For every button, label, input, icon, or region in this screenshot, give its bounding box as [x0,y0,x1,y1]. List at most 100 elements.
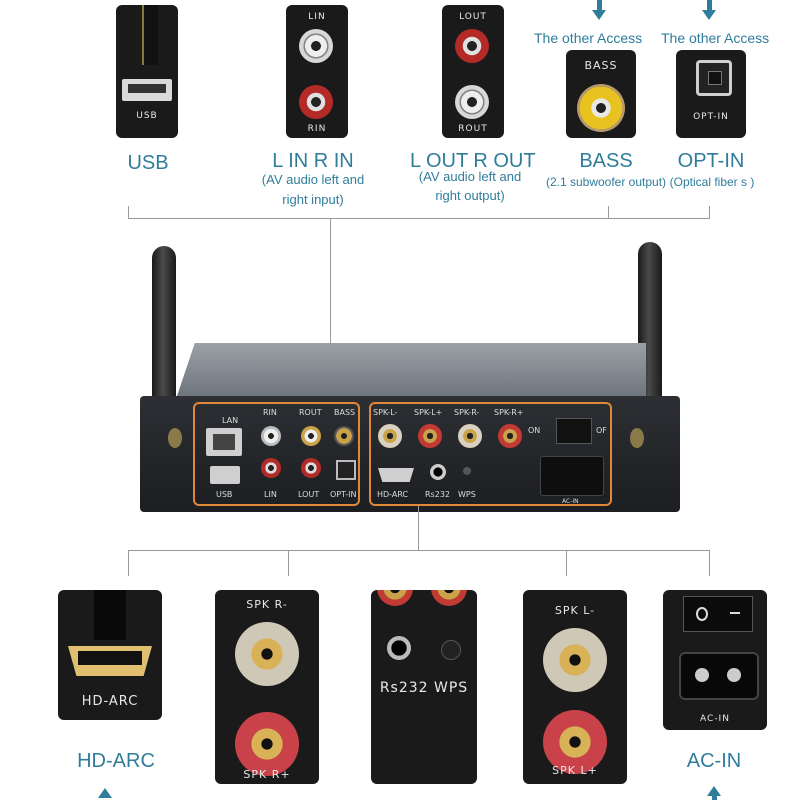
panel-acin-text: AC-IN [562,498,579,505]
hdmi-cable-icon [94,590,126,640]
panel-red-rca-icon [301,458,321,478]
lout-rout-port-photo: LOUT ROUT [442,5,504,138]
ac-in-tile-text: AC-IN [700,714,730,724]
bottom-connector-tick [709,550,710,576]
spk-r-minus-tile-text: SPK R- [246,598,288,611]
panel-bass-rca-icon [334,426,354,446]
panel-spk-l-plus-text: SPK-L+ [414,408,443,417]
usb-label: USB [127,152,169,174]
lin-rin-port-photo: LIN RIN [286,5,348,138]
panel-optin-text: OPT-IN [330,490,357,499]
optin-tile-text: OPT-IN [693,112,729,122]
partial-terminal-icon [377,590,413,606]
arrow-up-icon [98,788,112,798]
red-rca-icon [299,85,333,119]
usb-port-icon [122,79,172,101]
spk-l-minus-tile-text: SPK L- [554,604,596,617]
bass-label: BASS [579,150,633,172]
arrow-up-icon [712,795,717,800]
panel-usb-text: USB [216,490,233,499]
rs232-wps-port-photo: Rs232 WPS [371,590,477,784]
arrow-down-icon [597,0,602,10]
panel-off-text: OF [596,426,607,435]
panel-rs232-jack-icon [430,464,446,480]
panel-gold-rca-icon [301,426,321,446]
bottom-connector-line [128,550,710,551]
bottom-connector-tick [566,550,567,576]
panel-rout-text: ROUT [299,408,322,417]
speaker-terminal-icon [235,712,299,776]
spk-l-plus-tile-text: SPK L+ [552,764,598,777]
power-rocker-switch-icon [683,596,753,632]
panel-speaker-terminal-icon [418,424,442,448]
rs232-wps-tile-text: Rs232 WPS [379,680,469,696]
bottom-connector-tick [128,550,129,576]
lout-rout-sub1: (AV audio left and [418,169,522,184]
panel-white-rca-icon [261,426,281,446]
panel-hdarc-text: HD-ARC [377,490,409,499]
panel-on-text: ON [528,426,541,435]
optical-port-icon [696,60,732,96]
hdmi-port-icon [68,646,152,676]
speaker-terminal-icon [543,710,607,774]
device-side-knob-left [168,428,182,448]
optin-sub: (Optical fiber s ) [669,175,755,189]
lin-rin-label: L IN R IN [272,150,354,172]
panel-spk-r-minus-text: SPK-R- [454,408,480,417]
panel-rs232-text: Rs232 [425,490,450,499]
top-connector-tick [709,206,710,219]
panel-lin-text: LIN [264,490,277,499]
speaker-terminal-icon [543,628,607,692]
usb-cable-icon [142,5,158,65]
input-port-group [193,402,360,506]
lout-rout-sub2: right output) [435,188,505,203]
panel-ac-socket-icon [540,456,604,496]
arrow-down-icon [707,0,712,10]
hdarc-label: HD-ARC [77,750,155,772]
rout-tile-text: ROUT [458,124,488,134]
lout-rout-label: L OUT R OUT [410,150,536,172]
power-switch-icon [556,418,592,444]
rin-tile-text: RIN [307,124,327,134]
hdarc-port-photo: HD-ARC [58,590,162,720]
panel-spk-r-plus-text: SPK-R+ [494,408,524,417]
panel-usb-port-icon [210,466,240,484]
optin-label: OPT-IN [677,150,745,172]
lan-port-icon [206,428,242,456]
ac-socket-icon [679,652,759,700]
acin-label: AC-IN [686,750,742,772]
panel-speaker-terminal-icon [378,424,402,448]
device-top-lid [176,343,646,399]
top-connector-drop [330,218,331,408]
wps-button-icon [441,640,461,660]
white-rca-icon [455,85,489,119]
lin-rin-sub2: right input) [282,192,344,207]
panel-optical-port-icon [336,460,356,480]
rs232-jack-icon [387,636,411,660]
optin-access-note: The other Access [661,30,770,46]
arrow-down-icon [592,10,606,20]
lout-tile-text: LOUT [459,12,487,22]
panel-rin-text: RIN [263,408,277,417]
white-rca-icon [299,29,333,63]
arrow-down-icon [702,10,716,20]
panel-hdmi-port-icon [378,468,414,482]
hdarc-tile-text: HD-ARC [81,694,139,709]
speaker-terminal-icon [235,622,299,686]
panel-speaker-terminal-icon [498,424,522,448]
output-port-group [369,402,612,506]
panel-bass-text: BASS [334,408,356,417]
ac-in-port-photo: AC-IN [663,590,767,730]
partial-terminal-icon [431,590,467,606]
bass-port-photo: BASS [566,50,636,138]
top-connector-tick [608,206,609,219]
usb-tile-text: USB [136,111,158,121]
panel-wps-button-icon [463,467,471,475]
spk-l-port-photo: SPK L- SPK L+ [523,590,627,784]
panel-spk-l-minus-text: SPK-L- [373,408,398,417]
lin-rin-sub1: (AV audio left and [261,172,365,187]
yellow-rca-icon [577,84,625,132]
panel-lout-text: LOUT [298,490,320,499]
bottom-connector-tick [288,550,289,576]
arrow-up-icon [707,786,721,796]
